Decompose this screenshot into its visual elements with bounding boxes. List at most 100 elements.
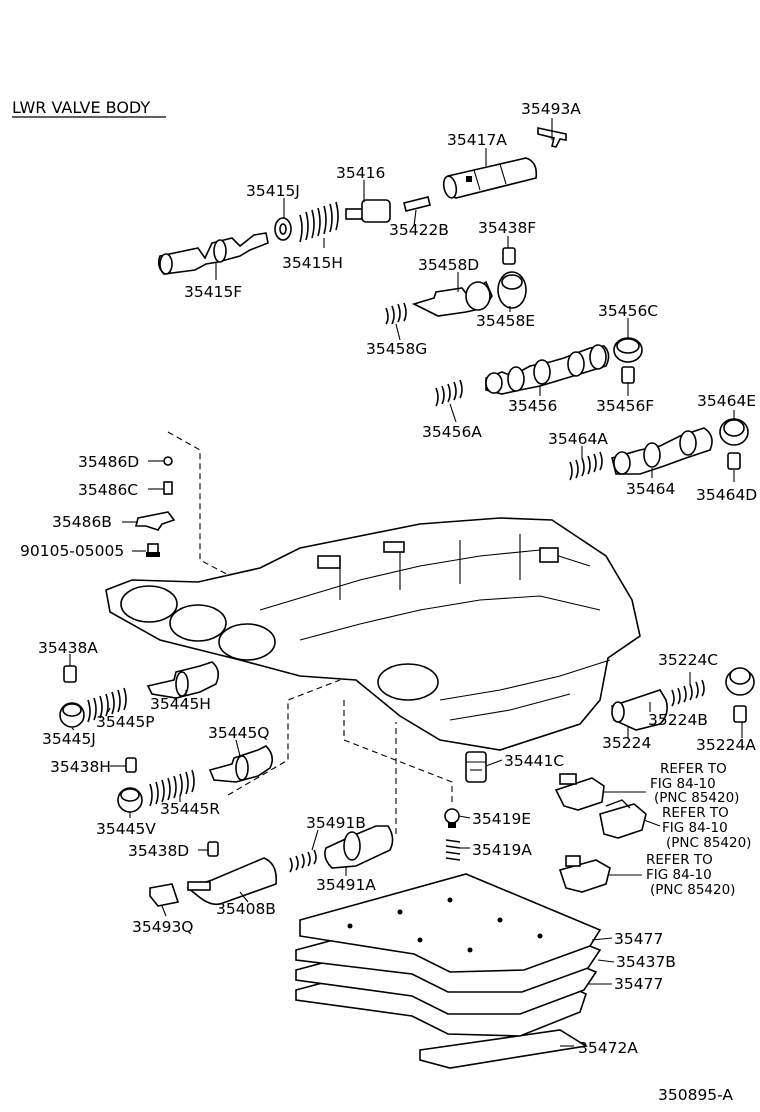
label-35486D: 35486D (78, 453, 139, 471)
label-35445V: 35445V (96, 820, 156, 838)
part-35419A-spring (445, 839, 461, 861)
part-plates (295, 873, 602, 1069)
label-35491B: 35491B (306, 814, 366, 832)
ref-note-line: FIG 84-10 (646, 867, 712, 883)
part-35224-valve (611, 689, 668, 731)
label-35416: 35416 (336, 164, 385, 182)
label-90105: 90105-05005 (20, 542, 124, 560)
label-35456A: 35456A (422, 423, 482, 441)
label-35419E: 35419E (472, 810, 531, 828)
part-35415H-spring (299, 201, 339, 243)
ref-note-line: (PNC 85420) (650, 882, 735, 898)
label-35224A: 35224A (696, 736, 756, 754)
part-valve-body (105, 517, 641, 751)
label-35464E: 35464E (697, 392, 756, 410)
label-35458D: 35458D (418, 256, 479, 274)
label-35458G: 35458G (366, 340, 427, 358)
label-35415J: 35415J (246, 182, 300, 200)
label-35464A: 35464A (548, 430, 608, 448)
part-35464E-sleeve (719, 418, 749, 446)
part-35417A-sleeve (442, 157, 538, 199)
label-35408B: 35408B (216, 900, 276, 918)
part-35445H-valve (146, 661, 220, 699)
part-35458D-valve (411, 280, 493, 317)
part-35445Q-valve (208, 745, 274, 783)
part-35224A-cap (733, 705, 747, 723)
figure-code: 350895-A (658, 1086, 733, 1104)
ref-note-line: (PNC 85420) (654, 790, 739, 806)
label-35438H: 35438H (50, 758, 111, 776)
part-35491A-valve (324, 825, 394, 869)
leader-lines (69, 118, 743, 1047)
ref-note-line: REFER TO (660, 761, 727, 777)
part-35493Q-clip (149, 883, 180, 907)
part-35408B-solenoid (186, 857, 278, 906)
part-35438F-cap (502, 247, 516, 265)
label-35445J: 35445J (42, 730, 96, 748)
part-35486D-ball (163, 456, 173, 466)
ref-note-line: FIG 84-10 (662, 820, 728, 836)
label-35445H: 35445H (150, 695, 211, 713)
part-35415F-valve (157, 232, 269, 275)
label-35491A: 35491A (316, 876, 376, 894)
dashed-guides (167, 431, 453, 834)
label-35415F: 35415F (184, 283, 242, 301)
ref-note-line: REFER TO (662, 805, 729, 821)
ref-note-2: REFER TO FIG 84-10 (PNC 85420) (662, 805, 751, 851)
label-35477-lower: 35477 (614, 975, 663, 993)
part-35438A-cap (63, 665, 77, 683)
label-35438F: 35438F (478, 219, 536, 237)
label-35486B: 35486B (52, 513, 112, 531)
label-35472A: 35472A (578, 1039, 638, 1057)
part-35445R-spring (149, 769, 195, 807)
label-35438A: 35438A (38, 639, 98, 657)
label-35464D: 35464D (696, 486, 757, 504)
part-35445J-sleeve (59, 702, 85, 728)
part-35491B-spring (289, 849, 317, 873)
part-solenoid-1 (554, 773, 605, 811)
ref-note-line: REFER TO (646, 852, 713, 868)
label-35445Q: 35445Q (208, 724, 270, 742)
part-35415J-washer (274, 217, 292, 241)
ref-note-line: (PNC 85420) (666, 835, 751, 851)
part-labels: 35493A 35417A 35416 35415J 35422B 35438F… (20, 100, 757, 1057)
part-35445V-sleeve (117, 787, 143, 813)
label-35456C: 35456C (598, 302, 658, 320)
part-solenoid-3 (558, 855, 611, 893)
part-35464D-cap (727, 452, 741, 470)
label-35456F: 35456F (596, 397, 654, 415)
label-35422B: 35422B (389, 221, 449, 239)
label-35438D: 35438D (128, 842, 189, 860)
part-35419E-ball (444, 808, 460, 828)
label-35458E: 35458E (476, 312, 535, 330)
part-35456-valve (485, 344, 610, 395)
ref-note-3: REFER TO FIG 84-10 (PNC 85420) (646, 852, 735, 898)
label-35224: 35224 (602, 734, 651, 752)
part-35486B-plate (134, 511, 176, 531)
part-35458E-sleeve (497, 271, 527, 309)
label-35415H: 35415H (282, 254, 343, 272)
part-35438H-cap (125, 757, 137, 773)
diagram-title: LWR VALVE BODY (12, 98, 150, 117)
ref-note-line: FIG 84-10 (650, 776, 716, 792)
part-35422B-pin (403, 196, 431, 212)
part-35456F-cap (621, 366, 635, 384)
part-35438D-cap (207, 841, 219, 857)
label-35417A: 35417A (447, 131, 507, 149)
part-35456A-spring (435, 379, 463, 407)
label-35441C: 35441C (504, 752, 564, 770)
part-35464-valve (611, 427, 713, 475)
part-35441C-filter (465, 751, 487, 783)
part-35224C-spring (671, 679, 705, 707)
label-35224C: 35224C (658, 651, 718, 669)
part-35486C-screw (163, 481, 173, 495)
label-35437B: 35437B (616, 953, 676, 971)
label-35456: 35456 (508, 397, 557, 415)
label-35445P: 35445P (96, 713, 155, 731)
label-35419A: 35419A (472, 841, 532, 859)
label-35224B: 35224B (648, 711, 708, 729)
label-35493Q: 35493Q (132, 918, 194, 936)
part-35458G-spring (385, 302, 407, 325)
part-90105-bolt (146, 543, 160, 557)
